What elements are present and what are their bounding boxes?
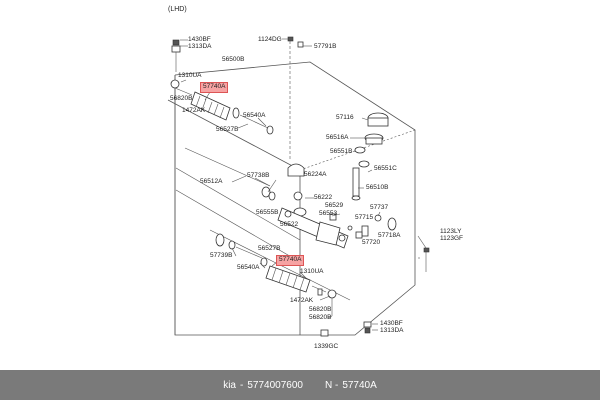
- bushing-rings: [261, 186, 276, 201]
- label-56522: 56522: [280, 221, 299, 228]
- label-1472AK-bottom: 1472AK: [290, 297, 314, 304]
- label-56527B-top: 56527B: [216, 126, 239, 133]
- label-1123LY: 1123LY: [440, 228, 462, 235]
- label-56222: 56222: [314, 194, 333, 201]
- label-57116: 57116: [336, 114, 354, 121]
- label-57791B: 57791B: [314, 43, 337, 50]
- label-1123GF: 1123GF: [440, 235, 464, 242]
- label-57740A-top-highlight: 57740A: [200, 82, 229, 93]
- label-56516A: 56516A: [326, 134, 349, 141]
- gear-housing: [277, 207, 353, 249]
- label-1310UA-bottom: 1310UA: [300, 268, 324, 275]
- boot-top: [190, 91, 231, 121]
- yoke-parts: [355, 214, 397, 239]
- label-56553: 56553: [319, 210, 338, 217]
- label-1310UA-top: 1310UA: [178, 72, 202, 79]
- footer-part-number: 5774007600: [247, 379, 303, 391]
- lower-left-parts: [215, 233, 268, 267]
- top-bolt: [287, 36, 304, 160]
- footer-separator: -: [240, 379, 244, 391]
- label-57715: 57715: [355, 214, 374, 221]
- label-1313DA-bottom: 1313DA: [380, 327, 404, 334]
- label-56540A-bottom: 56540A: [237, 264, 260, 271]
- footer-brand: kia: [223, 379, 236, 391]
- footer-ref-code: 57740A: [342, 379, 377, 391]
- label-56551C: 56551C: [374, 165, 397, 172]
- label-56510B: 56510B: [366, 184, 389, 191]
- tie-rod-end-top: [170, 39, 193, 96]
- rack-bar: [184, 147, 271, 187]
- label-56529: 56529: [325, 202, 344, 209]
- label-1313DA-top: 1313DA: [188, 43, 212, 50]
- boot-bottom: [265, 265, 311, 293]
- inner-tie-rod-top: [232, 107, 274, 135]
- label-57737: 57737: [370, 204, 389, 211]
- footer-n-label: N -: [324, 379, 339, 391]
- label-56224A: 56224A: [304, 171, 327, 178]
- label-56540A-top: 56540A: [243, 112, 266, 119]
- pinion-assembly: [351, 112, 389, 201]
- label-56551B: 56551B: [330, 148, 353, 155]
- label-56500B: 56500B: [222, 56, 245, 63]
- label-57740A-bottom-highlight: 57740A: [276, 255, 305, 266]
- label-57738B: 57738B: [247, 172, 270, 179]
- label-1430BF-bottom: 1430BF: [380, 320, 403, 327]
- variant-label: (LHD): [168, 6, 187, 13]
- label-56512A: 56512A: [200, 178, 223, 185]
- steering-gear-diagram: [167, 36, 430, 337]
- label-56820B-bottom-1: 56820B: [309, 306, 332, 313]
- label-57718A: 57718A: [378, 232, 401, 239]
- label-57739B: 57739B: [210, 252, 233, 259]
- label-56527B-bottom: 56527B: [258, 245, 281, 252]
- label-56820B-top: 56820B: [170, 95, 193, 102]
- label-1472AK-top: 1472AK: [182, 107, 206, 114]
- label-56555B: 56555B: [256, 209, 279, 216]
- label-1124DG: 1124DG: [258, 36, 282, 43]
- label-57720: 57720: [362, 239, 381, 246]
- label-56820B-bottom-2: 56820B: [309, 314, 332, 321]
- right-bolt: [418, 247, 430, 272]
- bottom-bolt: [320, 321, 372, 337]
- label-1430BF-top: 1430BF: [188, 36, 211, 43]
- part-footer: kia - 5774007600 N - 57740A: [0, 370, 600, 400]
- label-1339GC: 1339GC: [314, 343, 339, 350]
